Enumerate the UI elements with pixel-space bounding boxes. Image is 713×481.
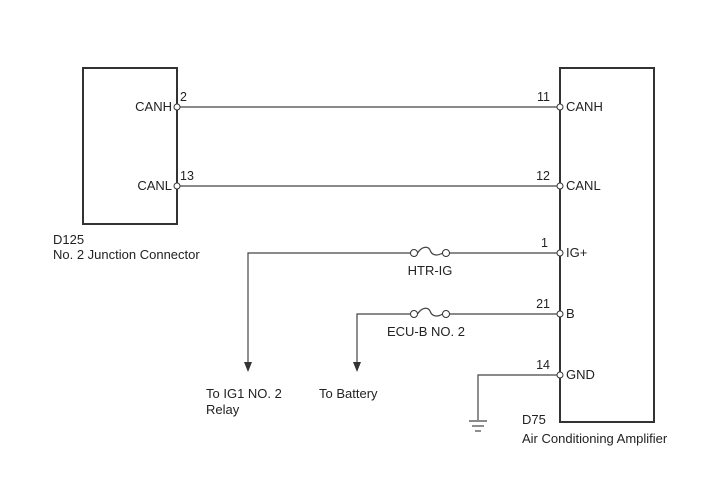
amplifier-box	[559, 67, 655, 423]
right-component-code: D75	[522, 412, 546, 427]
right-pin-signal: CANL	[566, 178, 601, 193]
destination-label: To Battery	[319, 386, 378, 401]
terminal-icon	[173, 182, 181, 190]
right-pin-signal: B	[566, 306, 575, 321]
terminal-icon	[556, 103, 564, 111]
terminal-icon	[556, 310, 564, 318]
left-pin-signal: CANL	[137, 178, 172, 193]
left-connector-name: No. 2 Junction Connector	[53, 247, 200, 262]
junction-connector-box	[82, 67, 178, 225]
right-component-name: Air Conditioning Amplifier	[522, 431, 668, 446]
right-pin-number: 12	[536, 169, 550, 183]
fuse-label: ECU-B NO. 2	[387, 324, 465, 339]
right-pin-number: 21	[536, 297, 550, 311]
b-wire-left	[356, 313, 411, 365]
terminal-icon	[556, 249, 564, 257]
right-pin-number: 1	[541, 236, 548, 250]
ground-icon	[469, 420, 487, 432]
right-pin-number: 11	[537, 90, 550, 104]
fuse-icon	[410, 246, 450, 257]
left-pin-number: 13	[180, 169, 194, 183]
ig-wire-left	[247, 252, 411, 365]
fuse-icon	[410, 307, 450, 318]
right-pin-signal: CANH	[566, 99, 603, 114]
arrow-down-icon	[244, 362, 252, 372]
terminal-icon	[556, 182, 564, 190]
gnd-wire	[477, 374, 560, 420]
destination-label: To IG1 NO. 2	[206, 386, 282, 401]
left-pin-signal: CANH	[135, 99, 172, 114]
right-pin-number: 14	[536, 358, 550, 372]
left-connector-code: D125	[53, 232, 84, 247]
left-pin-number: 2	[180, 90, 187, 104]
arrow-down-icon	[353, 362, 361, 372]
destination-label: Relay	[206, 402, 240, 417]
terminal-icon	[556, 371, 564, 379]
fuse-label: HTR-IG	[408, 263, 453, 278]
right-pin-signal: GND	[566, 367, 595, 382]
terminal-icon	[173, 103, 181, 111]
right-pin-signal: IG+	[566, 245, 587, 260]
